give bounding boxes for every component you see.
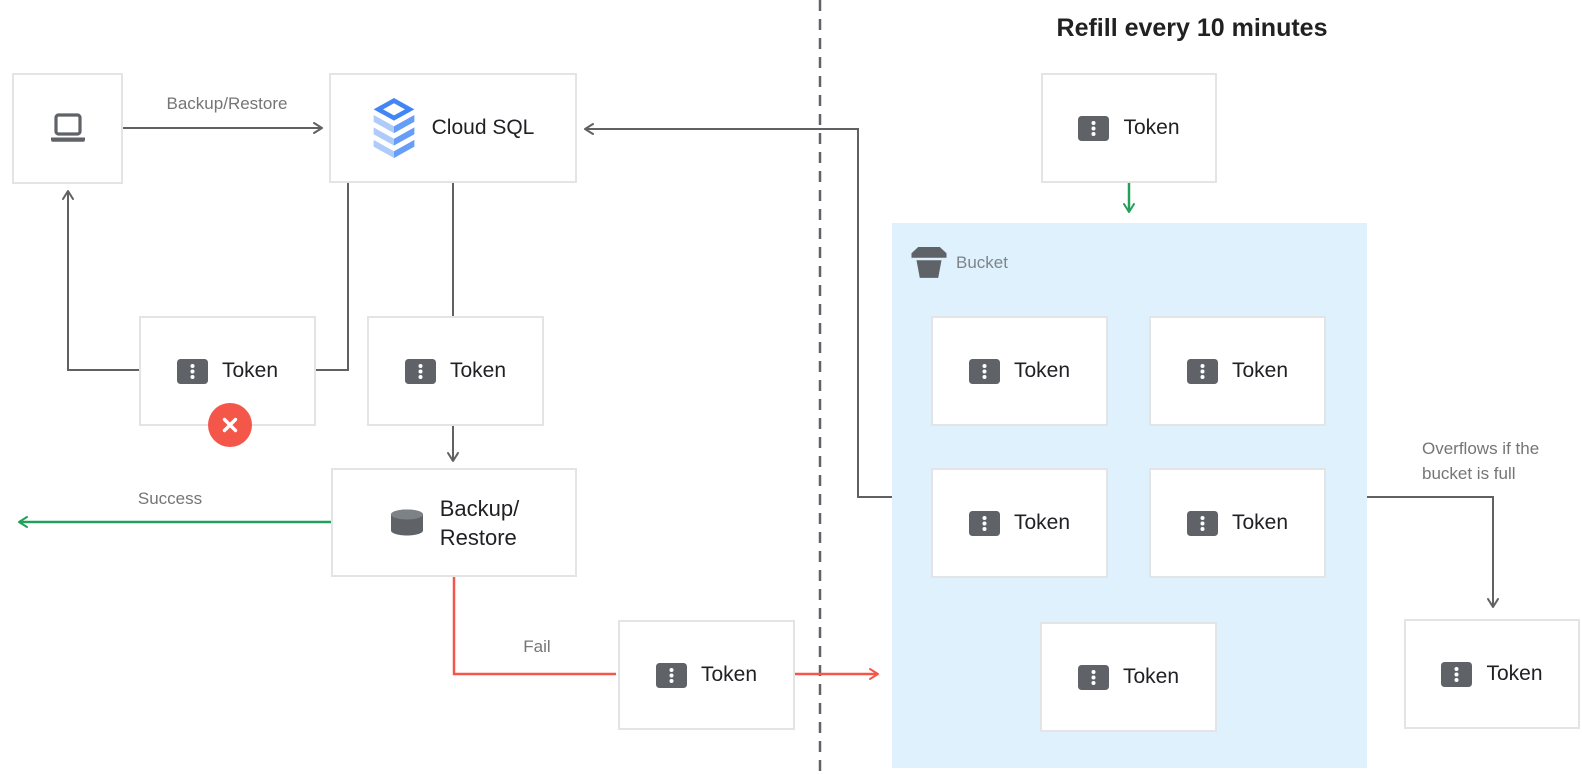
edge-label-fail: Fail xyxy=(523,637,551,656)
token-box-bucket-1: Token xyxy=(931,316,1108,426)
refill-title: Refill every 10 minutes xyxy=(1056,14,1328,42)
backup-restore-label-line1: Backup/ xyxy=(439,495,520,521)
token-label: Token xyxy=(449,359,507,382)
edge-label-overflow: Overflows if the bucket is full xyxy=(1422,436,1578,486)
token-label: Token xyxy=(1231,511,1289,534)
token-label: Token xyxy=(1486,662,1543,685)
x-circle-icon xyxy=(217,412,243,438)
token-box-overflow: Token xyxy=(1404,619,1580,729)
cloud-sql-box: Cloud SQL xyxy=(329,73,577,183)
backup-restore-label-line2: Restore xyxy=(439,524,517,550)
token-ticket-icon xyxy=(1441,662,1472,687)
client-box xyxy=(12,73,123,184)
token-label: Token xyxy=(1123,116,1180,139)
token-box-bucket-3: Token xyxy=(931,468,1108,578)
token-ticket-icon xyxy=(405,359,436,384)
token-ticket-icon xyxy=(1187,511,1218,536)
edge-bucket-overflow xyxy=(1367,496,1499,608)
database-icon xyxy=(389,509,425,536)
edge-label-success: Success xyxy=(137,489,203,508)
token-box-bucket-5: Token xyxy=(1040,622,1217,732)
edge-bucket-to-cloudsql xyxy=(584,123,892,498)
token-ticket-icon xyxy=(1187,359,1218,384)
edge-label-backup-restore: Backup/Restore xyxy=(166,94,288,113)
cloud-sql-icon xyxy=(372,98,416,158)
backup-restore-box: Backup/ Restore xyxy=(331,468,577,577)
token-label: Token xyxy=(1122,665,1180,688)
token-box-bucket-2: Token xyxy=(1149,316,1326,426)
token-ticket-icon xyxy=(177,359,208,384)
bucket-icon xyxy=(910,246,948,279)
token-label: Token xyxy=(1013,511,1071,534)
token-label: Token xyxy=(700,663,758,686)
token-label: Token xyxy=(1013,359,1071,382)
token-ticket-icon xyxy=(656,663,687,688)
token-ticket-icon xyxy=(969,511,1000,536)
edge-token1-to-client xyxy=(62,190,139,371)
bucket-label: Bucket xyxy=(956,253,1008,272)
token-ticket-icon xyxy=(969,359,1000,384)
token-box-refill: Token xyxy=(1041,73,1217,183)
token-label: Token xyxy=(1231,359,1289,382)
token-ticket-icon xyxy=(1078,665,1109,690)
token-label: Token xyxy=(221,359,279,382)
edge-label-overflow-line1: Overflows if the xyxy=(1422,439,1540,458)
edge-label-overflow-line2: bucket is full xyxy=(1422,464,1516,483)
backup-restore-label: Backup/ Restore xyxy=(440,494,520,552)
edge-cloudsql-to-token1 xyxy=(316,183,349,371)
edge-fail-to-token xyxy=(452,577,616,676)
token-box-request: Token xyxy=(367,316,544,426)
token-ticket-icon xyxy=(1078,116,1109,141)
laptop-icon xyxy=(48,113,88,144)
token-box-fail: Token xyxy=(618,620,795,730)
cloud-sql-label: Cloud SQL xyxy=(431,116,535,139)
error-badge xyxy=(208,403,252,447)
token-box-bucket-4: Token xyxy=(1149,468,1326,578)
